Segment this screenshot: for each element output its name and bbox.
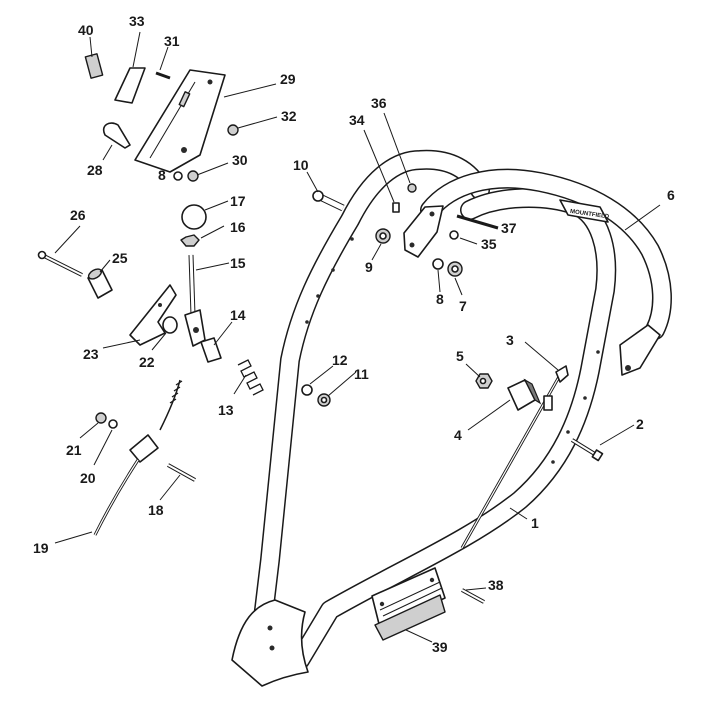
spacer-part-25 <box>87 268 113 299</box>
callout-34: 34 <box>349 112 365 128</box>
bracket-part-23 <box>129 284 177 346</box>
callout-2: 2 <box>636 416 644 432</box>
callout-28: 28 <box>87 162 103 178</box>
bracket-part-33 <box>114 67 146 104</box>
callout-33: 33 <box>129 13 145 29</box>
nut-part-21 <box>95 412 107 424</box>
callout-23: 23 <box>83 346 99 362</box>
callout-6: 6 <box>667 187 675 203</box>
callout-4: 4 <box>454 427 462 443</box>
callout-3: 3 <box>506 332 514 348</box>
bolt-part-26 <box>37 250 83 277</box>
screw-part-34 <box>392 202 400 213</box>
callout-9: 9 <box>365 259 373 275</box>
cable-bracket-part-34 <box>403 205 444 258</box>
rod-clip-part-4 <box>507 378 542 411</box>
bolt-part-10 <box>312 190 345 212</box>
spring-part-13 <box>237 359 264 396</box>
nut-hole <box>479 377 487 385</box>
callout-14: 14 <box>230 307 246 323</box>
callout-11: 11 <box>354 366 369 382</box>
callout-22: 22 <box>139 354 155 370</box>
bolt-part-38 <box>461 588 485 604</box>
callout-16: 16 <box>230 219 246 235</box>
callout-1: 1 <box>531 515 539 531</box>
handle-plate-part-39 <box>371 567 446 641</box>
leader-lines <box>54 31 661 643</box>
callout-labels: 1 2 3 4 5 6 7 8 8 9 10 11 12 13 14 15 16… <box>33 13 675 655</box>
callout-21: 21 <box>66 442 82 458</box>
handle-frame-part-1 <box>231 149 617 687</box>
cable-part-19 <box>93 379 183 536</box>
nut-part-16 <box>180 234 200 247</box>
nut-part-30 <box>187 170 199 182</box>
callout-8-left: 8 <box>158 167 166 183</box>
washer-part-35 <box>449 230 459 240</box>
callout-37: 37 <box>501 220 517 236</box>
callout-32: 32 <box>281 108 297 124</box>
pin-part-28 <box>102 122 131 149</box>
bolt-part-2 <box>570 438 604 462</box>
washer-part-12 <box>301 384 313 396</box>
callout-18: 18 <box>148 502 164 518</box>
label-part-40 <box>84 53 104 79</box>
callout-19: 19 <box>33 540 49 556</box>
callout-39: 39 <box>432 639 448 655</box>
callout-17: 17 <box>230 193 246 209</box>
callout-5: 5 <box>456 348 464 364</box>
grip-handle-part-6: MOUNTFIELD <box>420 168 672 376</box>
cable-housing-part-29 <box>134 69 226 173</box>
nut-part-32 <box>227 124 239 136</box>
callout-26: 26 <box>70 207 86 223</box>
callout-35: 35 <box>481 236 497 252</box>
callout-20: 20 <box>80 470 96 486</box>
bush-part-22 <box>162 316 178 334</box>
callout-8-right: 8 <box>436 291 444 307</box>
callout-30: 30 <box>232 152 248 168</box>
nut-hole-11 <box>320 396 328 404</box>
screw-part-18 <box>167 463 196 482</box>
lever-part-15 <box>184 254 206 347</box>
rod-sleeve <box>543 395 553 411</box>
callout-29: 29 <box>280 71 296 87</box>
callout-38: 38 <box>488 577 504 593</box>
callout-13: 13 <box>218 402 234 418</box>
callout-12: 12 <box>332 352 348 368</box>
washer-part-8-left <box>173 171 183 181</box>
bush-hole <box>379 232 387 240</box>
washer-part-8-right <box>432 258 444 270</box>
brand-label: MOUNTFIELD <box>570 209 610 221</box>
nut-hole-7 <box>451 265 459 273</box>
screw-part-31 <box>155 71 171 80</box>
callout-25: 25 <box>112 250 128 266</box>
callout-31: 31 <box>164 33 180 49</box>
callout-7: 7 <box>459 298 467 314</box>
nut-part-36 <box>407 183 417 193</box>
pin-part-14 <box>200 337 222 363</box>
callout-15: 15 <box>230 255 246 271</box>
knob-part-17 <box>181 204 207 230</box>
callout-36: 36 <box>371 95 387 111</box>
washer-part-20 <box>108 419 118 429</box>
callout-40: 40 <box>78 22 94 38</box>
callout-10: 10 <box>293 157 309 173</box>
